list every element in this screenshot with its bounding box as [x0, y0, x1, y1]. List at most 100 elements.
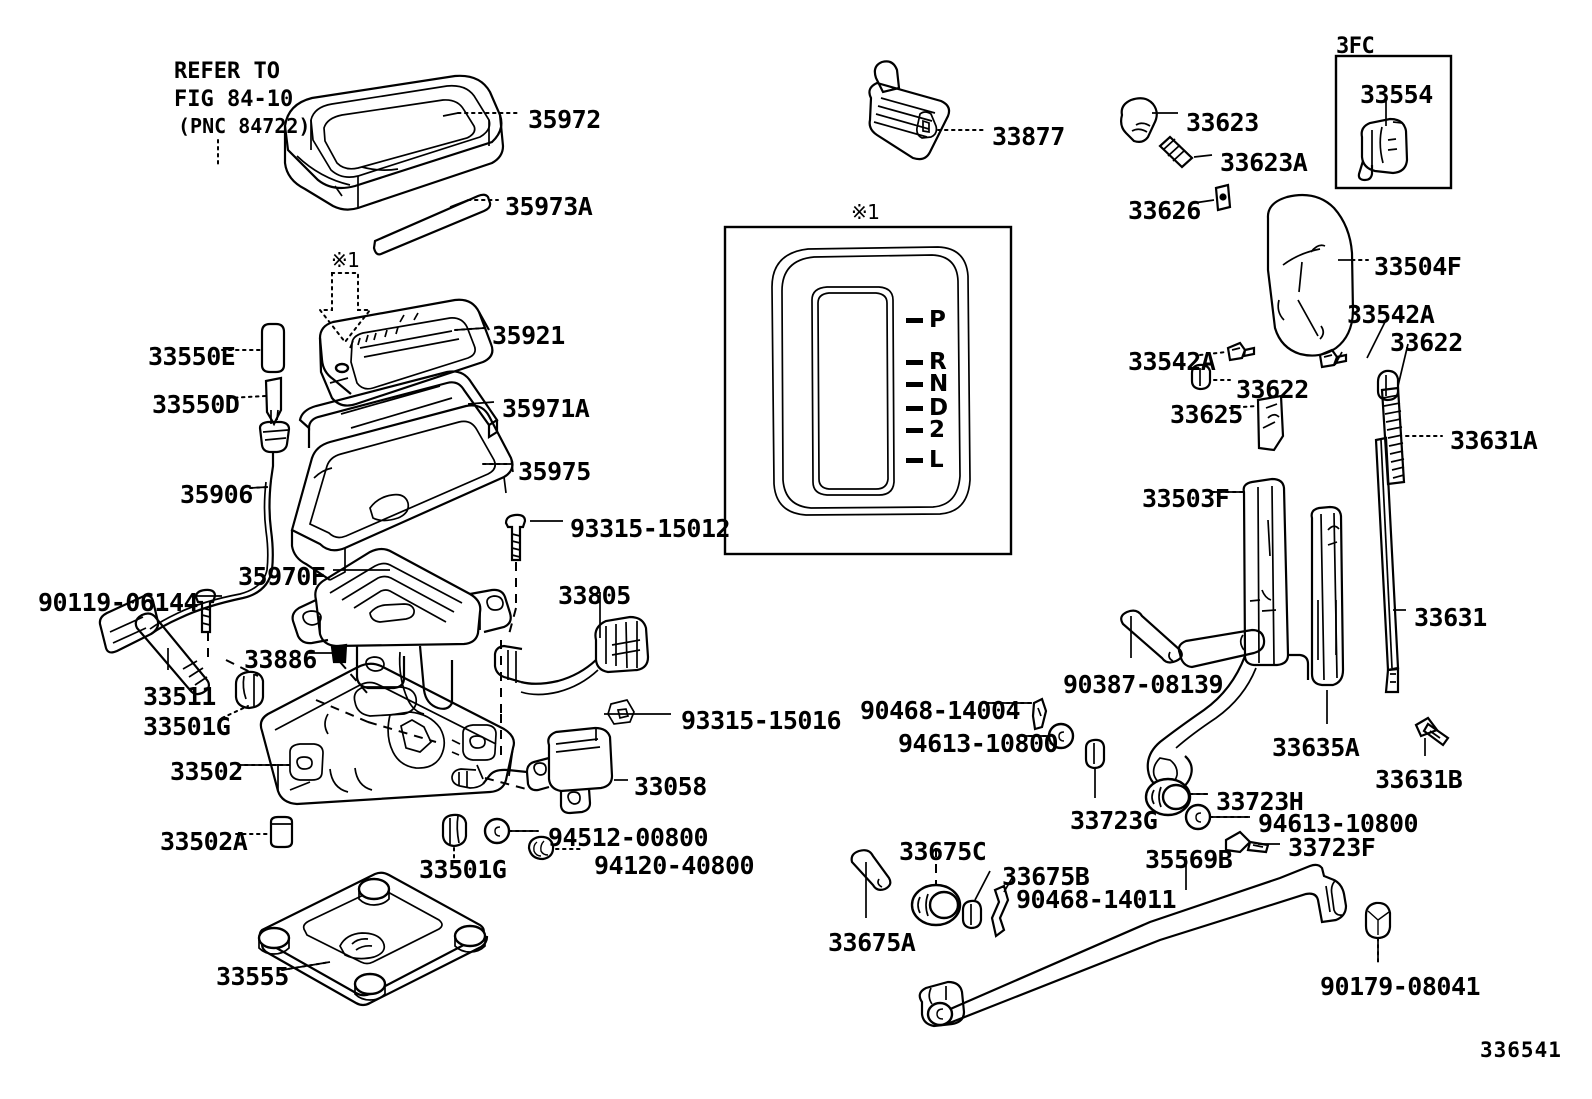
part-number-90468-14011: 90468-14011 [1016, 885, 1177, 914]
part-shape-35906 [98, 420, 291, 654]
part-shape-33675C [910, 883, 962, 927]
part-number-35569B: 35569B [1145, 845, 1233, 874]
part-number-94120-40800: 94120-40800 [594, 851, 755, 880]
gate-dash-D [906, 406, 923, 411]
refer-to-note: REFER TO FIG 84-10 (PNC 84722) [174, 58, 310, 140]
part-number-90179-08041: 90179-08041 [1320, 972, 1481, 1001]
part-number-33635A: 33635A [1272, 733, 1360, 762]
part-shape-94512-00800 [483, 817, 511, 845]
part-number-33723H: 33723H [1216, 787, 1304, 816]
part-shape-35975 [290, 404, 514, 581]
part-number-33631B: 33631B [1375, 765, 1463, 794]
part-number-33622: 33622 [1390, 328, 1463, 357]
part-number-35921: 35921 [492, 321, 565, 350]
gate-dash-N [906, 382, 923, 387]
gate-dash-L [906, 458, 923, 463]
part-number-33675A: 33675A [828, 928, 916, 957]
part-number-90387-08139: 90387-08139 [1063, 670, 1224, 699]
part-number-33631A: 33631A [1450, 426, 1538, 455]
part-number-35973A: 35973A [505, 192, 593, 221]
part-shape-33058 [451, 726, 614, 815]
variant-code-3FC: 3FC [1336, 34, 1375, 59]
part-shape-33623 [1120, 97, 1158, 143]
part-shape-33502 [259, 662, 516, 806]
part-number-33723G: 33723G [1070, 806, 1158, 835]
part-number-33503F: 33503F [1142, 484, 1230, 513]
part-number-90119-06144: 90119-06144 [38, 588, 199, 617]
part-shape-33626 [1214, 183, 1232, 212]
part-shape-35569B [918, 863, 1348, 1028]
part-number-33504F: 33504F [1374, 252, 1462, 281]
part-shape-33886 [330, 643, 348, 664]
part-shape-33631B [1414, 716, 1450, 747]
part-number-33501G: 33501G [143, 712, 231, 741]
part-shape-35921 [298, 298, 499, 448]
part-shape-35970F [291, 547, 512, 715]
part-number-93315-15012: 93315-15012 [570, 514, 731, 543]
part-shape-33877 [868, 60, 951, 161]
figure-number: 336541 [1480, 1038, 1562, 1062]
part-number-94512-00800: 94512-00800 [548, 823, 709, 852]
leader-lines [167, 98, 1443, 971]
part-shape-33635A [1310, 505, 1345, 687]
part-number-33631: 33631 [1414, 603, 1487, 632]
shift-pattern-inset [723, 225, 1013, 556]
refer-to-line-1: REFER TO [174, 59, 280, 84]
part-number-33626: 33626 [1128, 196, 1201, 225]
note-arrow [317, 272, 373, 344]
part-number-94613-10800: 94613-10800 [1258, 809, 1419, 838]
gate-dash-P [906, 318, 923, 323]
part-number-93315-15016: 93315-15016 [681, 706, 842, 735]
part-number-35972: 35972 [528, 105, 601, 134]
gate-label-P: P [929, 307, 946, 333]
gate-dash-2 [906, 428, 923, 433]
part-shape-35972 [283, 74, 505, 256]
part-shape-33631 [1374, 436, 1400, 694]
gate-label-D: D [929, 395, 949, 421]
part-number-33555: 33555 [216, 962, 289, 991]
part-number-94613-10800: 94613-10800 [898, 729, 1059, 758]
part-number-33554: 33554 [1360, 80, 1433, 109]
variant-box-3FC [1334, 54, 1453, 190]
part-shape-33631A [1380, 386, 1406, 486]
part-shape-33675A [850, 849, 892, 891]
part-shape-33542A-left [1226, 341, 1256, 362]
part-number-33623A: 33623A [1220, 148, 1308, 177]
part-number-33502: 33502 [170, 757, 243, 786]
part-number-33058: 33058 [634, 772, 707, 801]
refer-to-line-2: FIG 84-10 [174, 87, 294, 113]
part-shape-93315-15012 [504, 513, 527, 562]
part-number-33622: 33622 [1236, 375, 1309, 404]
gate-label-N: N [929, 371, 949, 397]
part-number-33675C: 33675C [899, 837, 987, 866]
part-shape-33502A [269, 815, 294, 849]
refer-to-line-3: (PNC 84722) [178, 114, 311, 139]
part-shape-90119-06144 [194, 588, 217, 634]
part-number-33805: 33805 [558, 581, 631, 610]
part-shape-33511 [134, 612, 211, 696]
part-number-33542A: 33542A [1347, 300, 1435, 329]
part-shape-90468-14011 [990, 884, 1010, 938]
part-number-33550E: 33550E [148, 342, 236, 371]
part-shape-33550E [260, 322, 286, 374]
part-number-33542A: 33542A [1128, 347, 1216, 376]
part-shape-33805 [493, 615, 650, 696]
part-number-33675B: 33675B [1002, 862, 1090, 891]
part-number-90468-14004: 90468-14004 [860, 696, 1021, 725]
gate-dash-R [906, 360, 923, 365]
part-shape-33622-left [1190, 363, 1212, 391]
part-shape-33675B [961, 899, 983, 930]
part-number-33877: 33877 [992, 122, 1065, 151]
gate-label-2: 2 [929, 417, 946, 443]
note-marker-inset: ※1 [851, 200, 880, 224]
part-number-33886: 33886 [244, 645, 317, 674]
part-number-35975: 35975 [518, 457, 591, 486]
part-shape-cross-pin [1177, 628, 1266, 669]
part-shape-33723H [1144, 777, 1192, 817]
part-number-33550D: 33550D [152, 390, 240, 419]
gate-label-L: L [929, 447, 944, 473]
part-shape-33504F [1266, 193, 1355, 357]
part-number-35971A: 35971A [502, 394, 590, 423]
